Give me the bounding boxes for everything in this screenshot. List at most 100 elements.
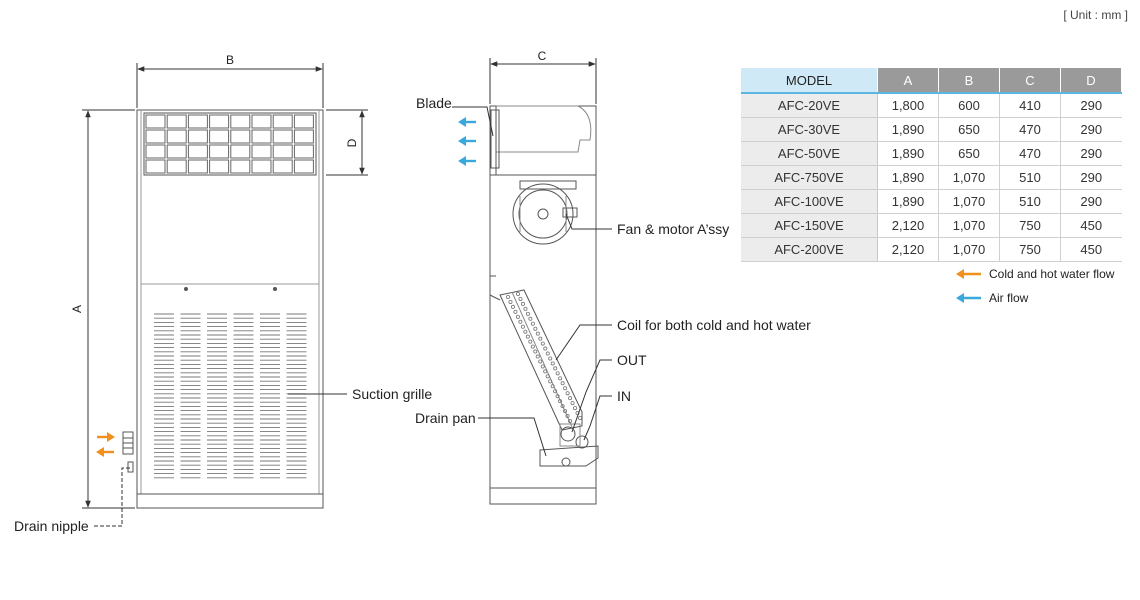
grille-cell bbox=[272, 129, 293, 144]
coil-tube bbox=[573, 406, 578, 411]
coil-tube bbox=[545, 374, 550, 379]
arrow-left-icon bbox=[956, 293, 981, 303]
grille-cell bbox=[166, 159, 187, 174]
grille-cell bbox=[209, 159, 230, 174]
model-cell: AFC-20VE bbox=[741, 93, 878, 118]
water-flow-arrows bbox=[96, 432, 115, 457]
dim-c bbox=[489, 58, 597, 104]
legend-water-flow-label: Cold and hot water flow bbox=[989, 267, 1115, 281]
coil-tube bbox=[540, 341, 545, 346]
spec-table-header: MODEL A B C D bbox=[741, 68, 1122, 93]
coil-tube bbox=[535, 354, 540, 359]
table-row: AFC-100VE 1,890 1,070 510 290 bbox=[741, 189, 1122, 214]
grille-cell bbox=[293, 114, 314, 129]
table-row: AFC-50VE 1,890 650 470 290 bbox=[741, 141, 1122, 166]
dim-label-a: A bbox=[70, 305, 84, 313]
cell-b: 650 bbox=[938, 117, 1000, 142]
coil-tube bbox=[548, 356, 553, 361]
coil-tube bbox=[530, 321, 535, 326]
cell-d: 290 bbox=[1060, 189, 1122, 214]
label-blade: Blade bbox=[416, 95, 452, 111]
grille-cell bbox=[187, 114, 208, 129]
callout-lines bbox=[452, 106, 612, 457]
label-suction-grille: Suction grille bbox=[352, 386, 432, 402]
header-model: MODEL bbox=[741, 68, 878, 93]
table-row: AFC-200VE 2,120 1,070 750 450 bbox=[741, 237, 1122, 262]
grille-cell bbox=[293, 129, 314, 144]
dim-d bbox=[326, 109, 368, 176]
grille-cell bbox=[230, 159, 251, 174]
coil-tube bbox=[548, 379, 553, 384]
coil-tube bbox=[545, 351, 550, 356]
grille-cell bbox=[272, 159, 293, 174]
grille-cell bbox=[166, 144, 187, 159]
cell-d: 450 bbox=[1060, 237, 1122, 262]
cell-c: 470 bbox=[999, 117, 1061, 142]
label-out: OUT bbox=[617, 352, 647, 368]
grille-cell bbox=[166, 114, 187, 129]
grille-cell bbox=[251, 144, 272, 159]
legend-air-flow-label: Air flow bbox=[989, 291, 1029, 305]
cell-b: 1,070 bbox=[938, 213, 1000, 238]
spec-table: MODEL A B C D AFC-20VE 1,800 600 410 290… bbox=[741, 68, 1122, 262]
coil-tube bbox=[516, 291, 521, 296]
grille-cell bbox=[187, 129, 208, 144]
coil-tube bbox=[543, 346, 548, 351]
cell-c: 750 bbox=[999, 237, 1061, 262]
coil-tube bbox=[525, 334, 530, 339]
cell-d: 290 bbox=[1060, 141, 1122, 166]
table-row: AFC-20VE 1,800 600 410 290 bbox=[741, 93, 1122, 118]
unit-label: [ Unit : mm ] bbox=[1063, 8, 1128, 22]
grille-cell bbox=[166, 129, 187, 144]
cell-c: 510 bbox=[999, 165, 1061, 190]
grille-cell bbox=[187, 144, 208, 159]
grille-cell bbox=[293, 159, 314, 174]
coil-tube bbox=[518, 296, 523, 301]
coil-tube bbox=[533, 326, 538, 331]
coil-tube bbox=[550, 361, 555, 366]
cell-a: 1,890 bbox=[877, 165, 939, 190]
model-cell: AFC-750VE bbox=[741, 165, 878, 190]
model-cell: AFC-50VE bbox=[741, 141, 878, 166]
table-row: AFC-150VE 2,120 1,070 750 450 bbox=[741, 213, 1122, 238]
table-row: AFC-30VE 1,890 650 470 290 bbox=[741, 117, 1122, 142]
coil-tube bbox=[553, 366, 558, 371]
coil-tube bbox=[560, 404, 565, 409]
coil-tube bbox=[550, 384, 555, 389]
dim-b bbox=[136, 63, 324, 108]
coil-tube bbox=[523, 329, 528, 334]
model-cell: AFC-200VE bbox=[741, 237, 878, 262]
top-grille bbox=[145, 114, 314, 174]
dim-label-d: D bbox=[345, 138, 359, 147]
coil-tube bbox=[565, 414, 570, 419]
cell-b: 1,070 bbox=[938, 237, 1000, 262]
coil-tube bbox=[528, 316, 533, 321]
grille-cell bbox=[209, 129, 230, 144]
cell-b: 1,070 bbox=[938, 189, 1000, 214]
grille-cell bbox=[230, 144, 251, 159]
coil-tube bbox=[533, 349, 538, 354]
grille-cell bbox=[230, 114, 251, 129]
suction-grille-louvers bbox=[154, 313, 307, 479]
coil-tube bbox=[578, 415, 583, 420]
grille-cell bbox=[251, 159, 272, 174]
cell-c: 510 bbox=[999, 189, 1061, 214]
cell-d: 290 bbox=[1060, 165, 1122, 190]
header-d: D bbox=[1060, 68, 1122, 93]
grille-cell bbox=[293, 144, 314, 159]
cell-d: 290 bbox=[1060, 93, 1122, 118]
label-in: IN bbox=[617, 388, 631, 404]
cell-a: 2,120 bbox=[877, 213, 939, 238]
coil-tube bbox=[553, 389, 558, 394]
coil-tube bbox=[515, 314, 520, 319]
arrow-left-icon bbox=[956, 269, 981, 279]
coil-tube bbox=[558, 376, 563, 381]
grille-cell bbox=[272, 114, 293, 129]
coil-tube bbox=[538, 336, 543, 341]
label-coil: Coil for both cold and hot water bbox=[617, 317, 811, 333]
dim-a bbox=[82, 109, 135, 509]
front-view bbox=[122, 109, 324, 509]
cell-d: 290 bbox=[1060, 117, 1122, 142]
header-c: C bbox=[999, 68, 1061, 93]
coil-tube bbox=[558, 399, 563, 404]
